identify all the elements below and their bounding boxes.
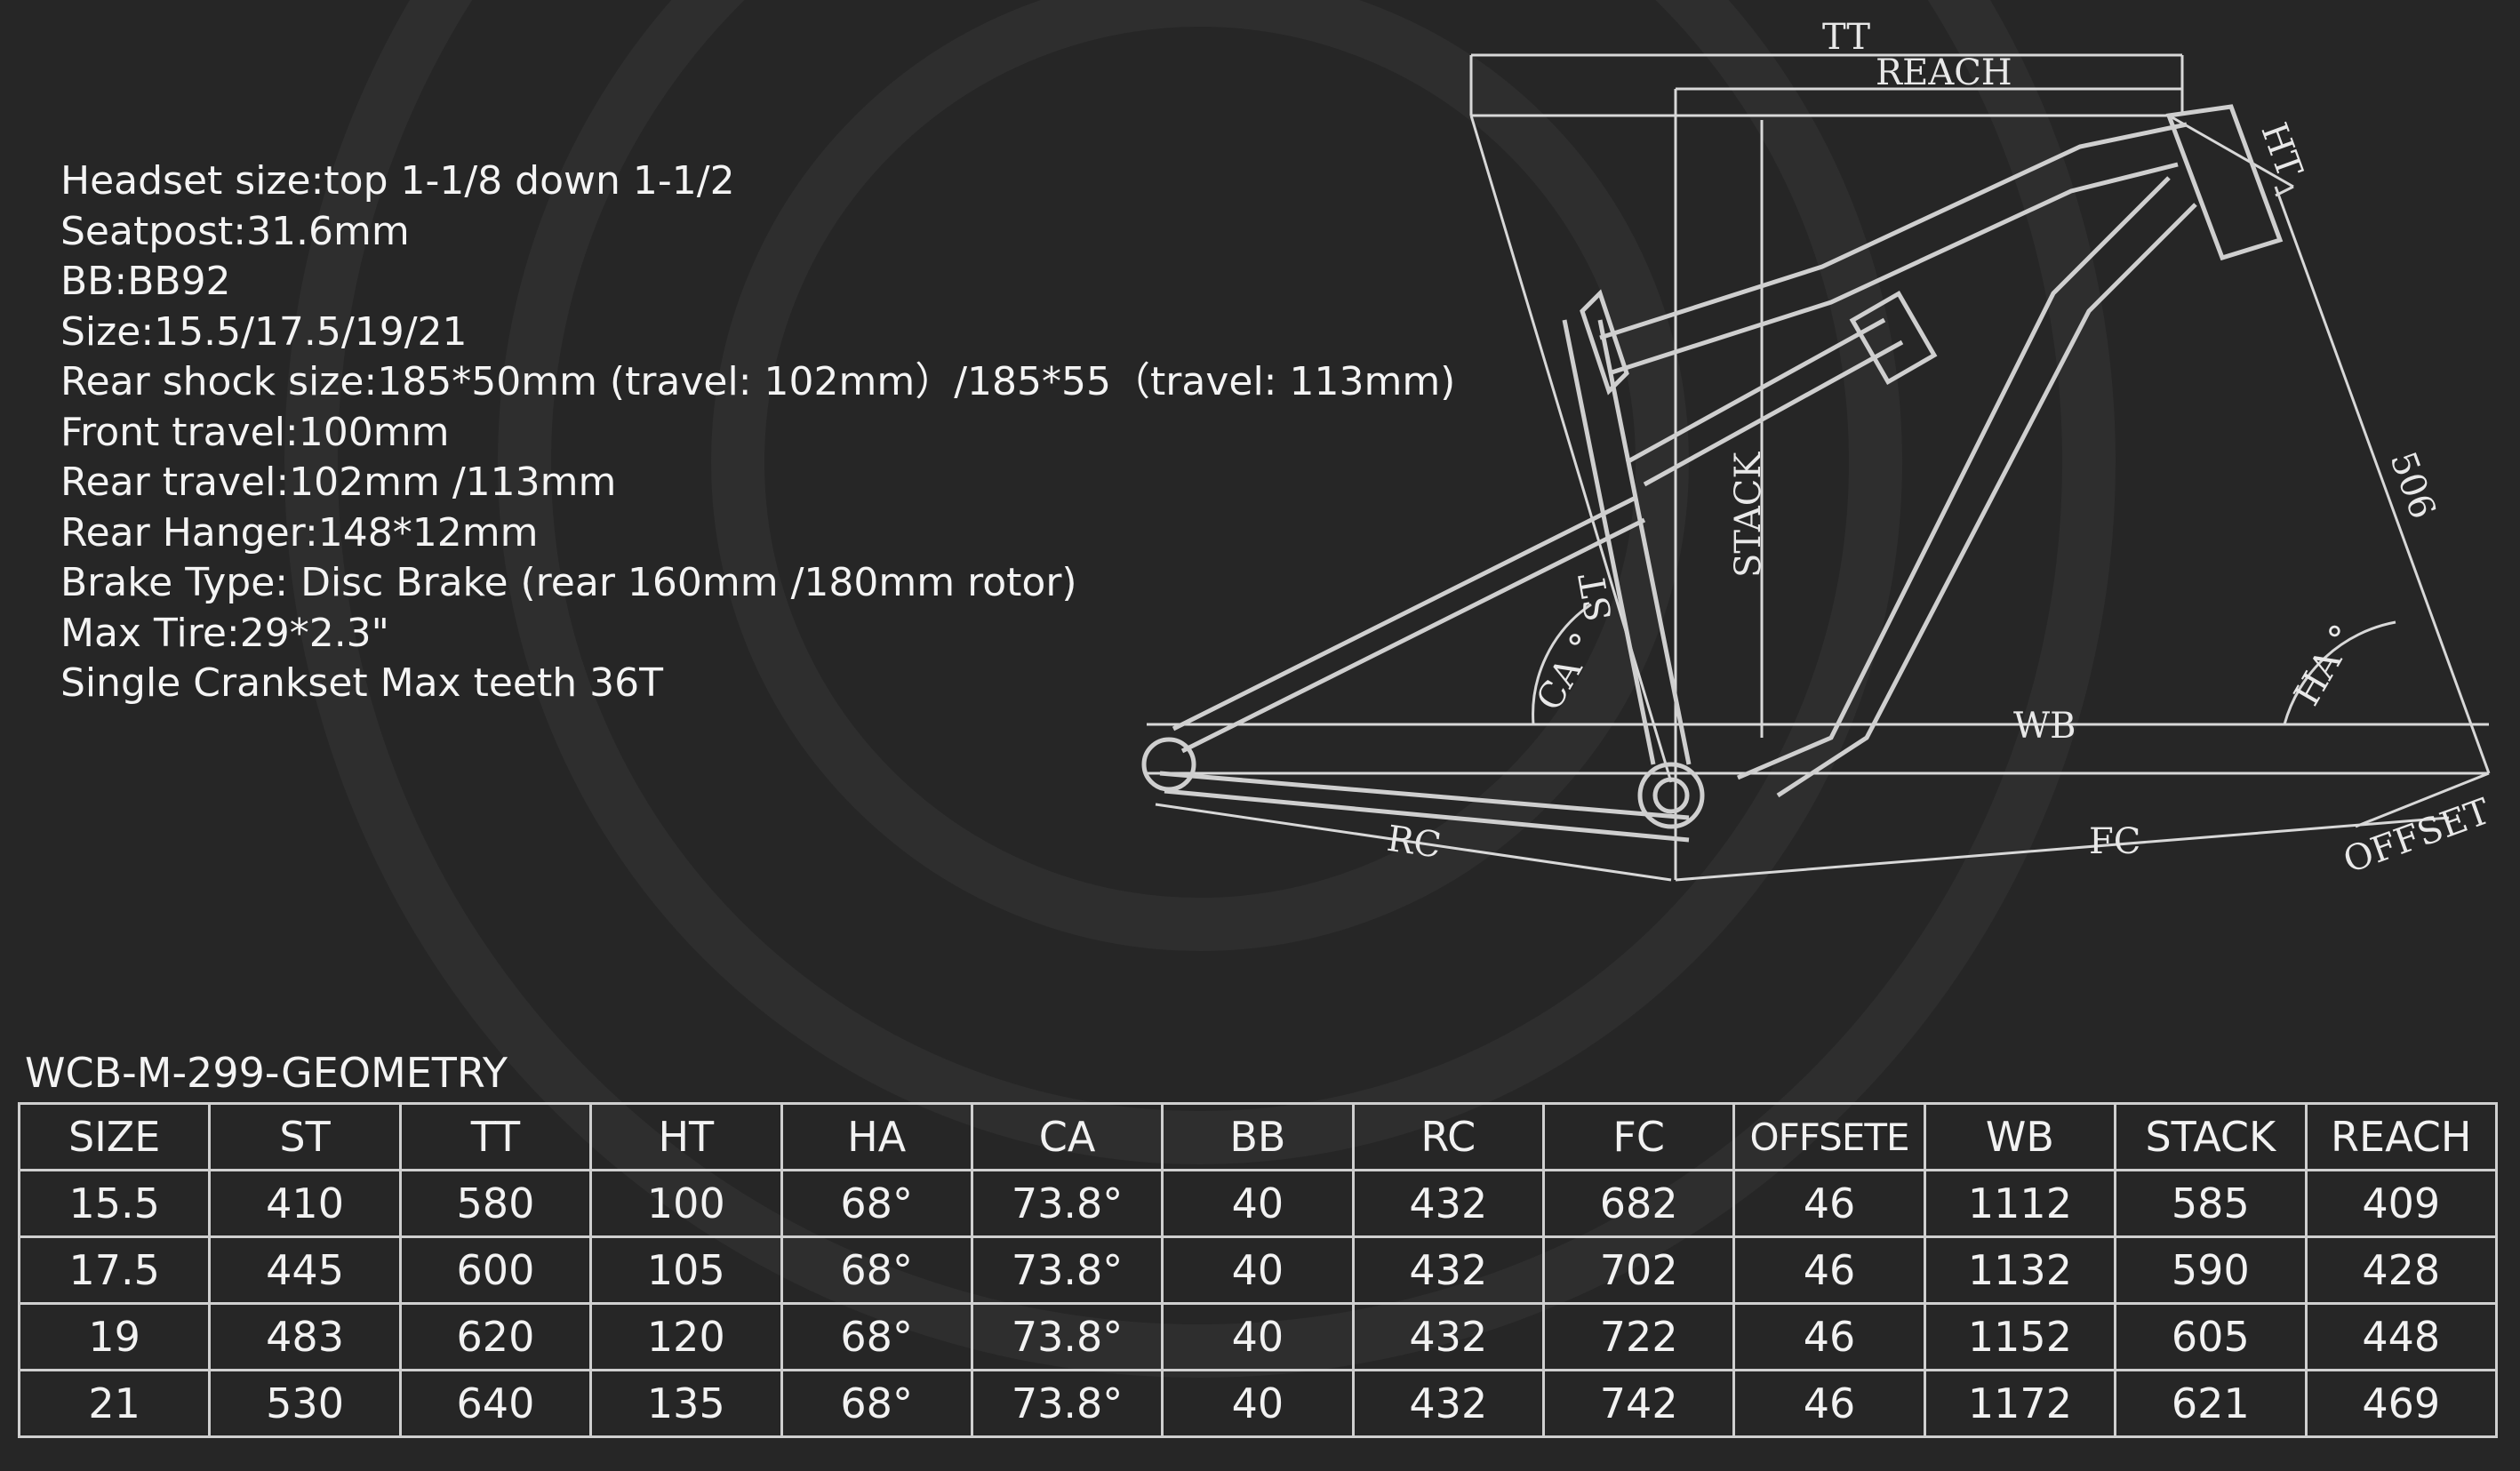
cell-wb: 1152 [1923,1302,2117,1371]
spec-rear-shock: Rear shock size:185*50mm (travel: 102mm）… [60,359,1456,404]
cell-tt: 600 [398,1235,593,1305]
spec-headset: Headset size:top 1-1/8 down 1-1/2 [60,158,735,204]
cell-bb: 40 [1161,1169,1355,1238]
cell-ca: 73.8° [970,1302,1164,1371]
cell-stack: 621 [2114,1369,2308,1438]
tt-label: TT [1822,17,1870,58]
cell-size: 17.5 [17,1235,212,1305]
cell-reach: 469 [2304,1369,2498,1438]
cell-wb: 1172 [1923,1369,2117,1438]
cell-fc: 722 [1541,1302,1736,1371]
cell-reach: 448 [2304,1302,2498,1371]
offset-label: OFFSET [2338,791,2495,882]
header-ca: CA [970,1102,1164,1171]
cell-fc: 742 [1541,1369,1736,1438]
wb-label: WB [2013,706,2076,747]
cell-fc: 702 [1541,1235,1736,1305]
cell-ha: 68° [780,1235,973,1305]
table-row: 17.5 445 600 105 68° 73.8° 40 432 702 46… [17,1235,2498,1305]
table-title: WCB-M-299-GEOMETRY [25,1049,508,1097]
cell-fc: 682 [1541,1169,1736,1238]
spec-list: Headset size:top 1-1/8 down 1-1/2 Seatpo… [60,156,1455,709]
cell-stack: 590 [2114,1235,2308,1305]
cell-ht: 100 [589,1169,783,1238]
cell-size: 15.5 [17,1169,212,1238]
header-st: ST [208,1102,402,1171]
spec-size: Size:15.5/17.5/19/21 [60,308,468,355]
spec-brake-type: Brake Type: Disc Brake (rear 160mm /180m… [60,560,1077,605]
geometry-table: SIZE ST TT HT HA CA BB RC FC OFFSETE WB … [17,1102,2498,1438]
header-ht: HT [589,1102,783,1171]
cell-ca: 73.8° [970,1169,1164,1238]
table-row: 19 483 620 120 68° 73.8° 40 432 722 46 1… [17,1302,2498,1371]
spec-crankset: Single Crankset Max teeth 36T [60,660,663,706]
header-rc: RC [1351,1102,1546,1171]
dimension-lines [1147,53,2491,882]
header-reach: REACH [2304,1102,2498,1171]
cell-bb: 40 [1161,1235,1355,1305]
cell-bb: 40 [1161,1302,1355,1371]
spec-bb: BB:BB92 [60,259,231,304]
spec-rear-hanger: Rear Hanger:148*12mm [60,509,539,556]
fc-label: FC [2089,821,2140,862]
ha-label: HA ° [2286,618,2364,713]
cell-ht: 135 [589,1369,783,1438]
header-tt: TT [398,1102,593,1171]
frame-outline [1141,104,2284,843]
spec-seatpost: Seatpost:31.6mm [60,208,410,254]
cell-rc: 432 [1351,1369,1546,1438]
header-wb: WB [1923,1102,2117,1171]
cell-rc: 432 [1351,1302,1546,1371]
header-ha: HA [780,1102,973,1171]
cell-reach: 428 [2304,1235,2498,1305]
spec-rear-travel: Rear travel:102mm /113mm [60,460,617,505]
cell-wb: 1112 [1923,1169,2117,1238]
cell-wb: 1132 [1923,1235,2117,1305]
cell-st: 530 [208,1369,402,1438]
cell-ha: 68° [780,1302,973,1371]
cell-offset: 46 [1732,1302,1926,1371]
cell-bb: 40 [1161,1369,1355,1438]
header-bb: BB [1161,1102,1355,1171]
cell-offset: 46 [1732,1369,1926,1438]
header-size: SIZE [17,1102,212,1171]
rc-label: RC [1384,819,1444,867]
fork-length-label: 506 [2381,446,2443,524]
cell-tt: 640 [398,1369,593,1438]
cell-ha: 68° [780,1369,973,1438]
cell-ht: 105 [589,1235,783,1305]
cell-ha: 68° [780,1169,973,1238]
header-stack: STACK [2114,1102,2308,1171]
cell-st: 483 [208,1302,402,1371]
cell-ca: 73.8° [970,1235,1164,1305]
cell-ca: 73.8° [970,1369,1164,1438]
cell-size: 19 [17,1302,212,1371]
diagram-labels: TT REACH HT STACK ST CA ° HA ° 506 WB RC… [1384,17,2495,882]
table-row: 15.5 410 580 100 68° 73.8° 40 432 682 46… [17,1169,2498,1238]
cell-stack: 605 [2114,1302,2308,1371]
cell-stack: 585 [2114,1169,2308,1238]
spec-front-travel: Front travel:100mm [60,409,450,455]
cell-offset: 46 [1732,1235,1926,1305]
header-fc: FC [1541,1102,1736,1171]
cell-reach: 409 [2304,1169,2498,1238]
cell-rc: 432 [1351,1169,1546,1238]
cell-rc: 432 [1351,1235,1546,1305]
ht-label: HT [2252,117,2309,183]
stack-label: STACK [1728,452,1769,578]
cell-size: 21 [17,1369,212,1438]
st-label: ST [1572,570,1620,625]
cell-st: 445 [208,1235,402,1305]
reach-label: REACH [1876,52,2012,93]
cell-st: 410 [208,1169,402,1238]
cell-tt: 580 [398,1169,593,1238]
cell-offset: 46 [1732,1169,1926,1238]
spec-max-tire: Max Tire:29*2.3" [60,610,389,656]
cell-ht: 120 [589,1302,783,1371]
table-header-row: SIZE ST TT HT HA CA BB RC FC OFFSETE WB … [17,1102,2498,1171]
header-offsete: OFFSETE [1732,1102,1926,1171]
cell-tt: 620 [398,1302,593,1371]
table-row: 21 530 640 135 68° 73.8° 40 432 742 46 1… [17,1369,2498,1438]
frame-geometry-diagram: TT REACH HT STACK ST CA ° HA ° 506 WB RC… [1141,17,2496,882]
